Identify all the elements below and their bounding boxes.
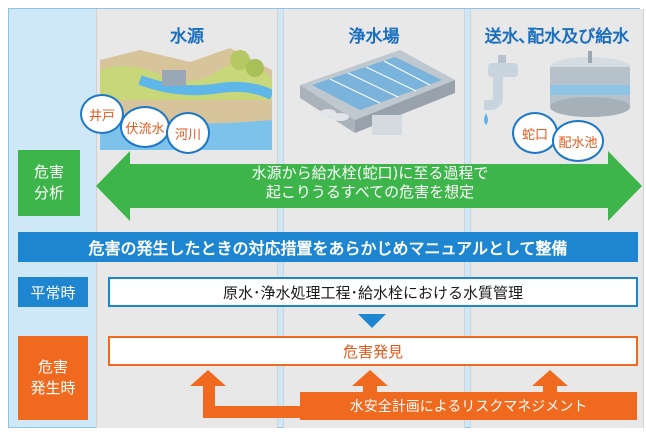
hazard-occurrence-label-line2: 発生時: [30, 379, 76, 397]
bubble-subsurface-water: 伏流水: [120, 106, 170, 148]
column-title-distribution: 送水､配水及び給水: [484, 27, 630, 47]
risk-management-arrows: [190, 370, 637, 420]
normal-time-label: 平常時: [18, 277, 88, 307]
bubble-river: 河川: [166, 112, 210, 154]
bubble-reservoir: 配水池: [552, 120, 604, 162]
hazard-analysis-arrow-text: 水源から給水栓(蛇口)に至る過程で 起こりうるすべての危害を想定: [160, 164, 580, 202]
hazard-occurrence-label-line1: 危害: [37, 358, 68, 376]
down-arrow: [358, 314, 386, 328]
manual-banner: 危害の発生したときの対応措置をあらかじめマニュアルとして整備: [18, 232, 638, 262]
hazard-analysis-label-line1: 危害: [33, 163, 64, 181]
hazard-discovery-box: 危害発見: [108, 336, 638, 366]
column-title-purification-plant: 浄水場: [348, 27, 400, 47]
hazard-occurrence-label: 危害 発生時: [18, 336, 88, 420]
bubble-well: 井戸: [80, 94, 124, 134]
tap-reservoir-illustration: [484, 51, 630, 125]
hazard-analysis-label: 危害 分析: [18, 150, 80, 216]
hazard-analysis-arrow-line2: 起こりうるすべての危害を想定: [265, 183, 475, 201]
hazard-analysis-label-line2: 分析: [33, 184, 64, 202]
purification-plant-illustration: [300, 50, 455, 135]
bubble-tap: 蛇口: [512, 112, 558, 154]
water-quality-management-box: 原水･浄水処理工程･給水栓における水質管理: [108, 277, 638, 307]
risk-management-label: 水安全計画によるリスクマネジメント: [349, 399, 588, 415]
hazard-analysis-arrow: [96, 151, 642, 221]
column-title-water-source: 水源: [170, 27, 204, 47]
hazard-analysis-arrow-line1: 水源から給水栓(蛇口)に至る過程で: [251, 164, 489, 182]
